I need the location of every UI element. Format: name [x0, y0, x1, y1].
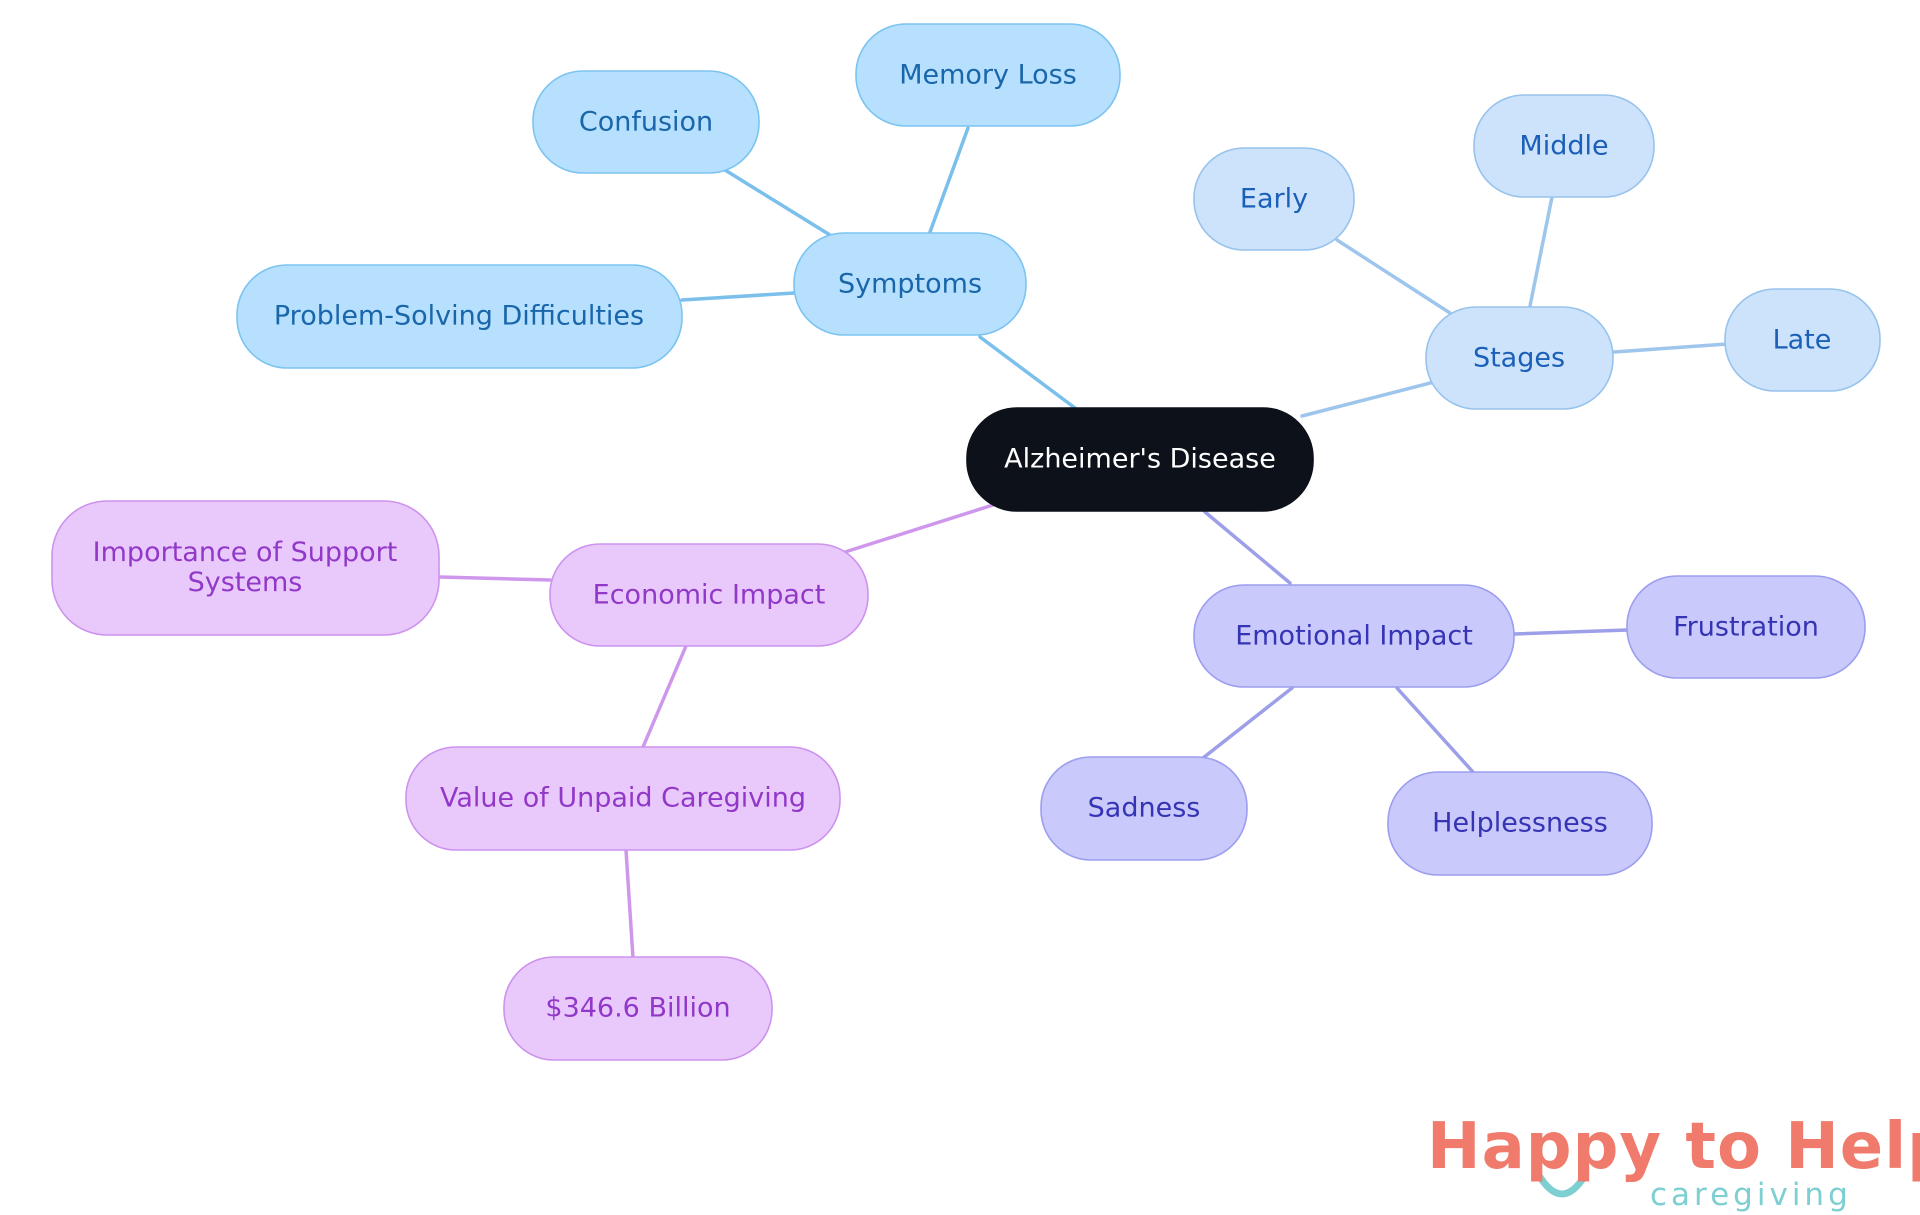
node-middle-box: [1473, 94, 1655, 198]
node-problem-solving: Problem-Solving Difficulties: [236, 264, 683, 369]
node-root: Alzheimer's Disease: [966, 407, 1314, 512]
happy-to-help-logo: Happy to Help caregiving: [1420, 1105, 1920, 1215]
node-emotional-impact: Emotional Impact: [1193, 584, 1515, 688]
node-unpaid-caregiving-label: Value of Unpaid Caregiving: [440, 783, 806, 814]
edge-emotional-sadness: [1201, 686, 1294, 760]
edge-unpaid-billion: [624, 848, 635, 960]
edge-symptoms-problem-solving: [680, 291, 796, 302]
node-memory-loss-label: Memory Loss: [899, 60, 1077, 91]
node-emotional-impact-box: [1193, 584, 1515, 688]
node-early-label: Early: [1240, 184, 1308, 215]
edge-economic-support: [438, 575, 552, 582]
node-emotional-impact-label: Emotional Impact: [1235, 621, 1473, 652]
node-late: Late: [1724, 288, 1881, 392]
node-late-box: [1724, 288, 1881, 392]
node-stages: Stages: [1425, 306, 1614, 410]
node-symptoms: Symptoms: [793, 232, 1027, 336]
node-symptoms-label: Symptoms: [838, 269, 982, 300]
node-confusion-box: [532, 70, 760, 174]
node-frustration-label: Frustration: [1673, 612, 1819, 643]
node-root-box: [966, 407, 1314, 512]
edge-root-emotional: [1203, 510, 1292, 585]
node-sadness-box: [1040, 756, 1248, 861]
node-support-systems-label-line: Importance of Support: [93, 537, 398, 568]
node-middle-label: Middle: [1519, 131, 1608, 162]
node-problem-solving-label: Problem-Solving Difficulties: [274, 301, 644, 332]
edges: [438, 126, 1729, 960]
node-billion-box: [503, 956, 773, 1061]
logo-wordmark: Happy to Help: [1427, 1110, 1920, 1184]
node-economic-impact-label: Economic Impact: [593, 580, 826, 611]
node-frustration-box: [1626, 575, 1866, 679]
node-unpaid-caregiving: Value of Unpaid Caregiving: [405, 746, 841, 851]
edge-stages-late: [1612, 342, 1729, 354]
node-economic-impact: Economic Impact: [549, 543, 869, 647]
node-economic-impact-box: [549, 543, 869, 647]
edge-economic-unpaid: [641, 644, 688, 749]
edge-emotional-frustration: [1512, 628, 1629, 636]
node-early: Early: [1193, 147, 1355, 251]
node-sadness-label: Sadness: [1088, 793, 1201, 824]
node-support-systems-box: [51, 500, 440, 636]
node-confusion: Confusion: [532, 70, 760, 174]
node-stages-box: [1425, 306, 1614, 410]
edge-root-symptoms: [978, 335, 1077, 410]
node-problem-solving-box: [236, 264, 683, 369]
node-early-box: [1193, 147, 1355, 251]
edge-root-economic: [843, 503, 995, 554]
edge-stages-early: [1335, 238, 1452, 315]
node-helplessness: Helplessness: [1387, 771, 1653, 876]
edge-root-stages: [1300, 380, 1436, 418]
node-late-label: Late: [1773, 325, 1832, 356]
node-middle: Middle: [1473, 94, 1655, 198]
node-symptoms-box: [793, 232, 1027, 336]
edge-symptoms-confusion: [723, 168, 832, 237]
node-root-label: Alzheimer's Disease: [1004, 444, 1276, 475]
node-memory-loss: Memory Loss: [855, 23, 1121, 127]
node-frustration: Frustration: [1626, 575, 1866, 679]
logo-subtitle: caregiving: [1650, 1177, 1852, 1213]
node-memory-loss-box: [855, 23, 1121, 127]
edge-symptoms-memory-loss: [928, 126, 970, 234]
smile-icon: [1536, 1173, 1588, 1198]
node-helplessness-box: [1387, 771, 1653, 876]
edge-stages-middle: [1528, 195, 1554, 308]
node-support-systems-label-line: Systems: [188, 567, 303, 598]
node-billion: $346.6 Billion: [503, 956, 773, 1061]
node-helplessness-label: Helplessness: [1432, 808, 1608, 839]
node-stages-label: Stages: [1473, 343, 1565, 374]
node-confusion-label: Confusion: [579, 107, 713, 138]
node-billion-label: $346.6 Billion: [545, 993, 730, 1024]
node-unpaid-caregiving-box: [405, 746, 841, 851]
edge-emotional-helplessness: [1395, 686, 1475, 774]
node-sadness: Sadness: [1040, 756, 1248, 861]
